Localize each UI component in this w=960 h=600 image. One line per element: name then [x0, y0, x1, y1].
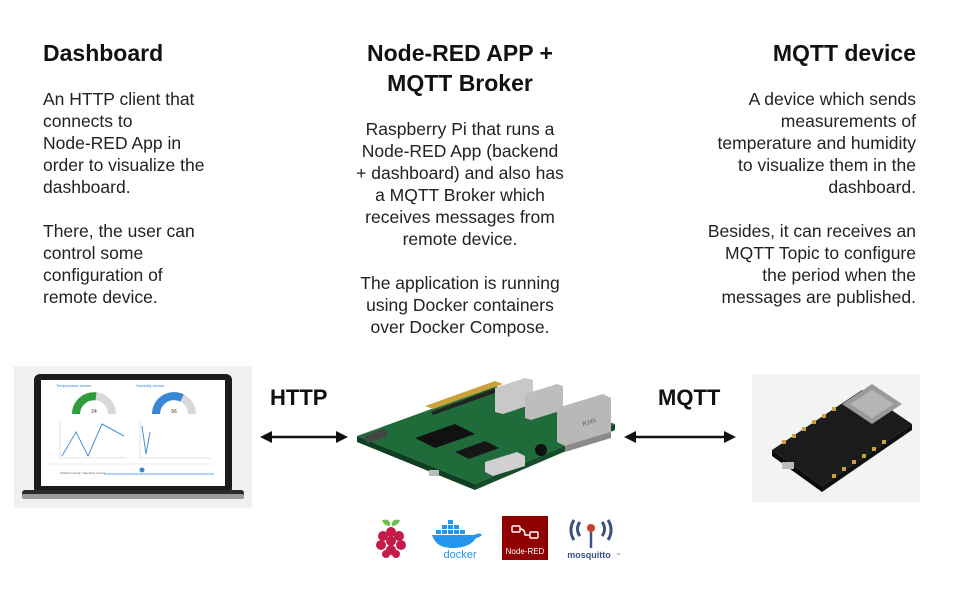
gauge1-value: 24 [91, 409, 97, 415]
text-line: Raspberry Pi that runs a [365, 119, 555, 139]
text-line: + dashboard) and also has [356, 163, 564, 183]
micro-usb-port [429, 470, 439, 476]
hdmi-port [485, 452, 525, 476]
usb-port [525, 384, 563, 420]
text-line: dashboard. [828, 177, 916, 197]
humidity-line [141, 425, 151, 455]
text-line: measurements of [780, 111, 916, 131]
raspberry-pi-board-icon: RJ45 [357, 378, 615, 490]
text-line: dashboard. [43, 177, 131, 197]
mqtt-device-column: MQTT device A device which sends measure… [650, 38, 916, 308]
broker-description: Raspberry Pi that runs a Node-RED App (b… [320, 118, 600, 250]
text-line: MQTT Topic to configure [725, 243, 916, 263]
mqtt-label: MQTT [658, 385, 721, 410]
broker-column: Node-RED APP + MQTT Broker Raspberry Pi … [320, 38, 600, 338]
docker-wordmark: docker [443, 549, 476, 560]
mqtt-device-title: MQTT device [772, 40, 916, 66]
text-line: a MQTT Broker which [375, 185, 545, 205]
title-line: Node-RED APP + [367, 40, 553, 66]
text-line: Node-RED App (backend [361, 141, 559, 161]
text-line: to visualize them in the [737, 155, 916, 175]
docker-description: The application is running using Docker … [320, 272, 600, 338]
gauge1-title: Temperature sensor [56, 383, 92, 388]
mosquitto-logo-icon: mosquitto ™ [567, 519, 620, 560]
text-line: over Docker Compose. [370, 317, 550, 337]
text-line: order to visualize the [43, 155, 205, 175]
text-line: Besides, it can receives an [707, 221, 916, 241]
text-line: using Docker containers [366, 295, 554, 315]
slider-handle [139, 467, 145, 473]
http-label: HTTP [270, 385, 328, 410]
text-line: There, the user can [43, 221, 195, 241]
mqtt-device-description: A device which sends measurements of tem… [650, 88, 916, 198]
dashboard-description: An HTTP client that connects to Node-RED… [43, 88, 273, 198]
bidirectional-arrow-icon [624, 431, 736, 443]
gauge1-fill [72, 392, 97, 415]
text-line: configuration of [43, 265, 163, 285]
text-line: Node-RED App in [43, 133, 182, 153]
dashboard-title: Dashboard [43, 40, 164, 66]
text-line: temperature and humidity [717, 133, 916, 153]
usb-port [495, 378, 533, 414]
trademark-mark: ™ [616, 552, 620, 557]
audio-jack [535, 444, 547, 456]
slider-label: Publish interval / Sampling period [60, 471, 105, 475]
dashboard-column: Dashboard An HTTP client that connects t… [43, 38, 273, 308]
soc-chip [415, 424, 475, 448]
text-line: receives messages from [365, 207, 555, 227]
dashboard-control-description: There, the user can control some configu… [43, 220, 273, 308]
gauge2-value: 56 [171, 409, 177, 415]
gauge2-fill [152, 392, 184, 415]
text-line: the period when the [762, 265, 916, 285]
docker-logo-icon: docker [432, 520, 482, 560]
text-line: remote device. [402, 229, 518, 249]
broker-title: Node-RED APP + MQTT Broker [320, 38, 600, 98]
ethernet-port [557, 394, 611, 446]
esp32-board-icon [752, 374, 920, 502]
text-line: The application is running [360, 273, 560, 293]
text-line: control some [43, 243, 144, 263]
raspberry-pi-logo-icon [376, 519, 406, 558]
micro-usb-port [782, 462, 794, 469]
node-red-wordmark: Node-RED [506, 547, 545, 556]
text-line: messages are published. [721, 287, 916, 307]
text-line: connects to [43, 111, 133, 131]
rj45-label: RJ45 [582, 418, 598, 428]
text-line: A device which sends [748, 89, 916, 109]
laptop-dashboard-icon: Temperature sensor Humidity sensor 24 56… [14, 366, 252, 508]
title-line: MQTT Broker [387, 70, 533, 96]
text-line: An HTTP client that [43, 89, 195, 109]
mosquitto-wordmark: mosquitto [567, 550, 611, 560]
temperature-line [61, 423, 125, 458]
gauge2-title: Humidity sensor [136, 383, 165, 388]
mqtt-topic-description: Besides, it can receives an MQTT Topic t… [650, 220, 916, 308]
text-line: remote device. [43, 287, 158, 307]
node-red-logo-icon: Node-RED [502, 516, 548, 560]
bidirectional-arrow-icon [260, 431, 348, 443]
